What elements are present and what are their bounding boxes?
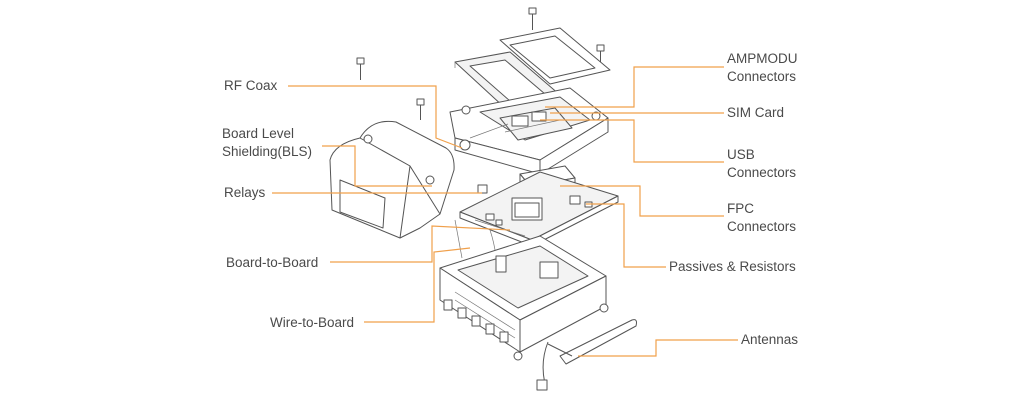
module-board <box>459 107 573 151</box>
leader-passives <box>586 203 666 268</box>
label-relays-text: Relays <box>224 185 266 200</box>
shield-cover <box>329 120 455 239</box>
label-ampmodu: AMPMODU Connectors <box>727 50 798 86</box>
label-bls-line1: Board Level <box>222 126 295 141</box>
screw-top <box>528 7 537 30</box>
label-bls: Board Level Shielding(BLS) <box>222 125 312 161</box>
leader-usb <box>540 119 724 163</box>
label-ampmodu-line1: AMPMODU <box>727 51 798 66</box>
label-passives: Passives & Resistors <box>669 258 796 276</box>
label-wire-to-board-text: Wire-to-Board <box>270 315 355 330</box>
leader-board-to-board <box>330 225 511 263</box>
label-passives-text: Passives & Resistors <box>669 259 796 274</box>
label-board-to-board-text: Board-to-Board <box>226 255 319 270</box>
label-wire-to-board: Wire-to-Board <box>270 314 354 332</box>
screw-mid <box>416 98 425 120</box>
leader-fpc <box>560 185 724 217</box>
label-usb-line2: Connectors <box>727 165 797 180</box>
leader-rf-coax <box>288 85 463 149</box>
antenna-group <box>536 319 637 391</box>
leader-bls <box>322 145 432 187</box>
leader-ampmodu <box>545 66 724 108</box>
label-fpc: FPC Connectors <box>727 200 796 236</box>
label-antennas-text: Antennas <box>741 332 799 347</box>
leader-antennas <box>578 339 738 357</box>
base-enclosure <box>439 235 609 361</box>
leader-lines <box>272 66 738 357</box>
label-fpc-line2: Connectors <box>727 219 797 234</box>
label-sim-card-text: SIM Card <box>727 105 785 120</box>
leader-wire-to-board <box>364 247 471 323</box>
main-pcb <box>459 171 619 247</box>
label-sim-card: SIM Card <box>727 104 784 122</box>
label-fpc-line1: FPC <box>727 201 754 216</box>
label-antennas: Antennas <box>741 331 798 349</box>
label-rf-coax: RF Coax <box>224 77 277 95</box>
label-usb: USB Connectors <box>727 146 796 182</box>
label-board-to-board: Board-to-Board <box>226 254 318 272</box>
label-rf-coax-text: RF Coax <box>224 78 278 93</box>
label-ampmodu-line2: Connectors <box>727 69 797 84</box>
label-relays: Relays <box>224 184 265 202</box>
screw-left <box>356 57 365 80</box>
label-bls-line2: Shielding(BLS) <box>222 144 313 159</box>
label-usb-line1: USB <box>727 147 755 162</box>
